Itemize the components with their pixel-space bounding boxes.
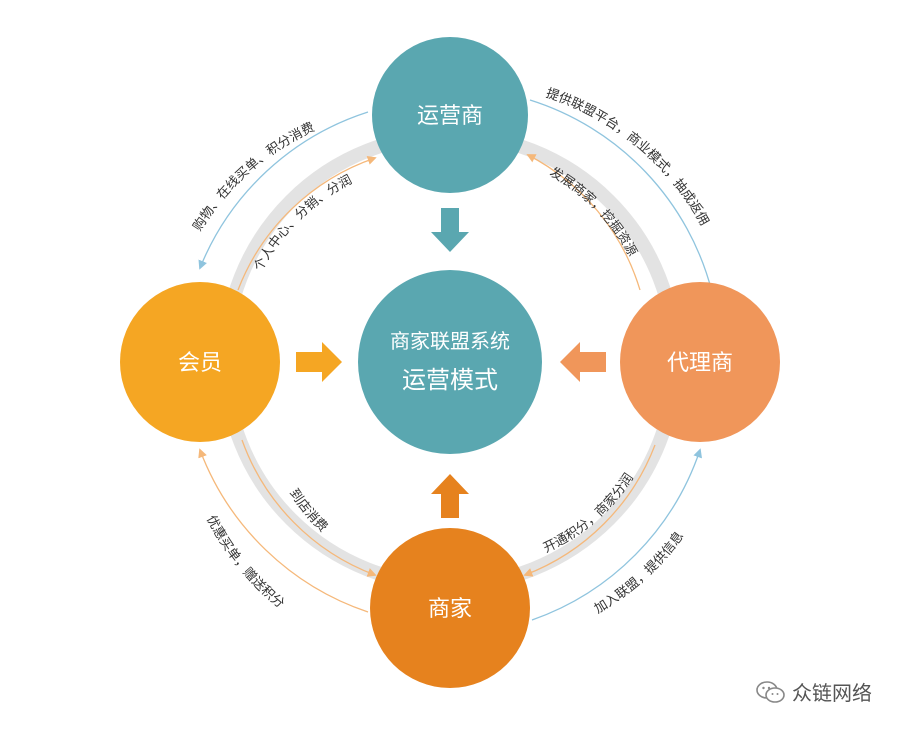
arc-bottom-left-inner [241, 439, 377, 577]
member-label: 会员 [178, 351, 222, 376]
operator-node [372, 37, 528, 193]
arc-top-left-outer [198, 111, 369, 270]
agent-label: 代理商 [667, 351, 733, 376]
arc-top-left-inner [237, 156, 377, 291]
arc-top-right-inner [526, 154, 641, 291]
watermark-text: 众链网络 [792, 681, 872, 705]
agent-node [620, 282, 780, 442]
arrow-left-from-agent [560, 342, 606, 382]
arc-top-right-outer [529, 99, 715, 294]
merchant-node [370, 528, 530, 688]
arrow-up-from-merchant [431, 474, 469, 518]
arc-bottom-left-outer [198, 448, 369, 613]
wechat-icon [756, 680, 785, 703]
operator-label: 运营商 [417, 104, 483, 129]
member-node [120, 282, 280, 442]
merchant-label: 商家 [428, 597, 472, 622]
arrow-down-from-operator [431, 208, 469, 252]
arrow-right-from-member [296, 342, 342, 382]
watermark: 众链网络 [756, 677, 872, 706]
center-title-line1: 商家联盟系统 [390, 329, 510, 353]
center-title-line2: 运营模式 [402, 366, 498, 394]
arc-bottom-right-outer [531, 448, 702, 621]
arc-bottom-right-inner [523, 444, 656, 577]
flow-label-top-right-outer: 提供联盟平台，商业模式，抽成返佣 [544, 85, 711, 228]
center-node [358, 270, 542, 454]
flow-label-bottom-right-outer: 加入联盟，提供信息 [592, 528, 687, 617]
